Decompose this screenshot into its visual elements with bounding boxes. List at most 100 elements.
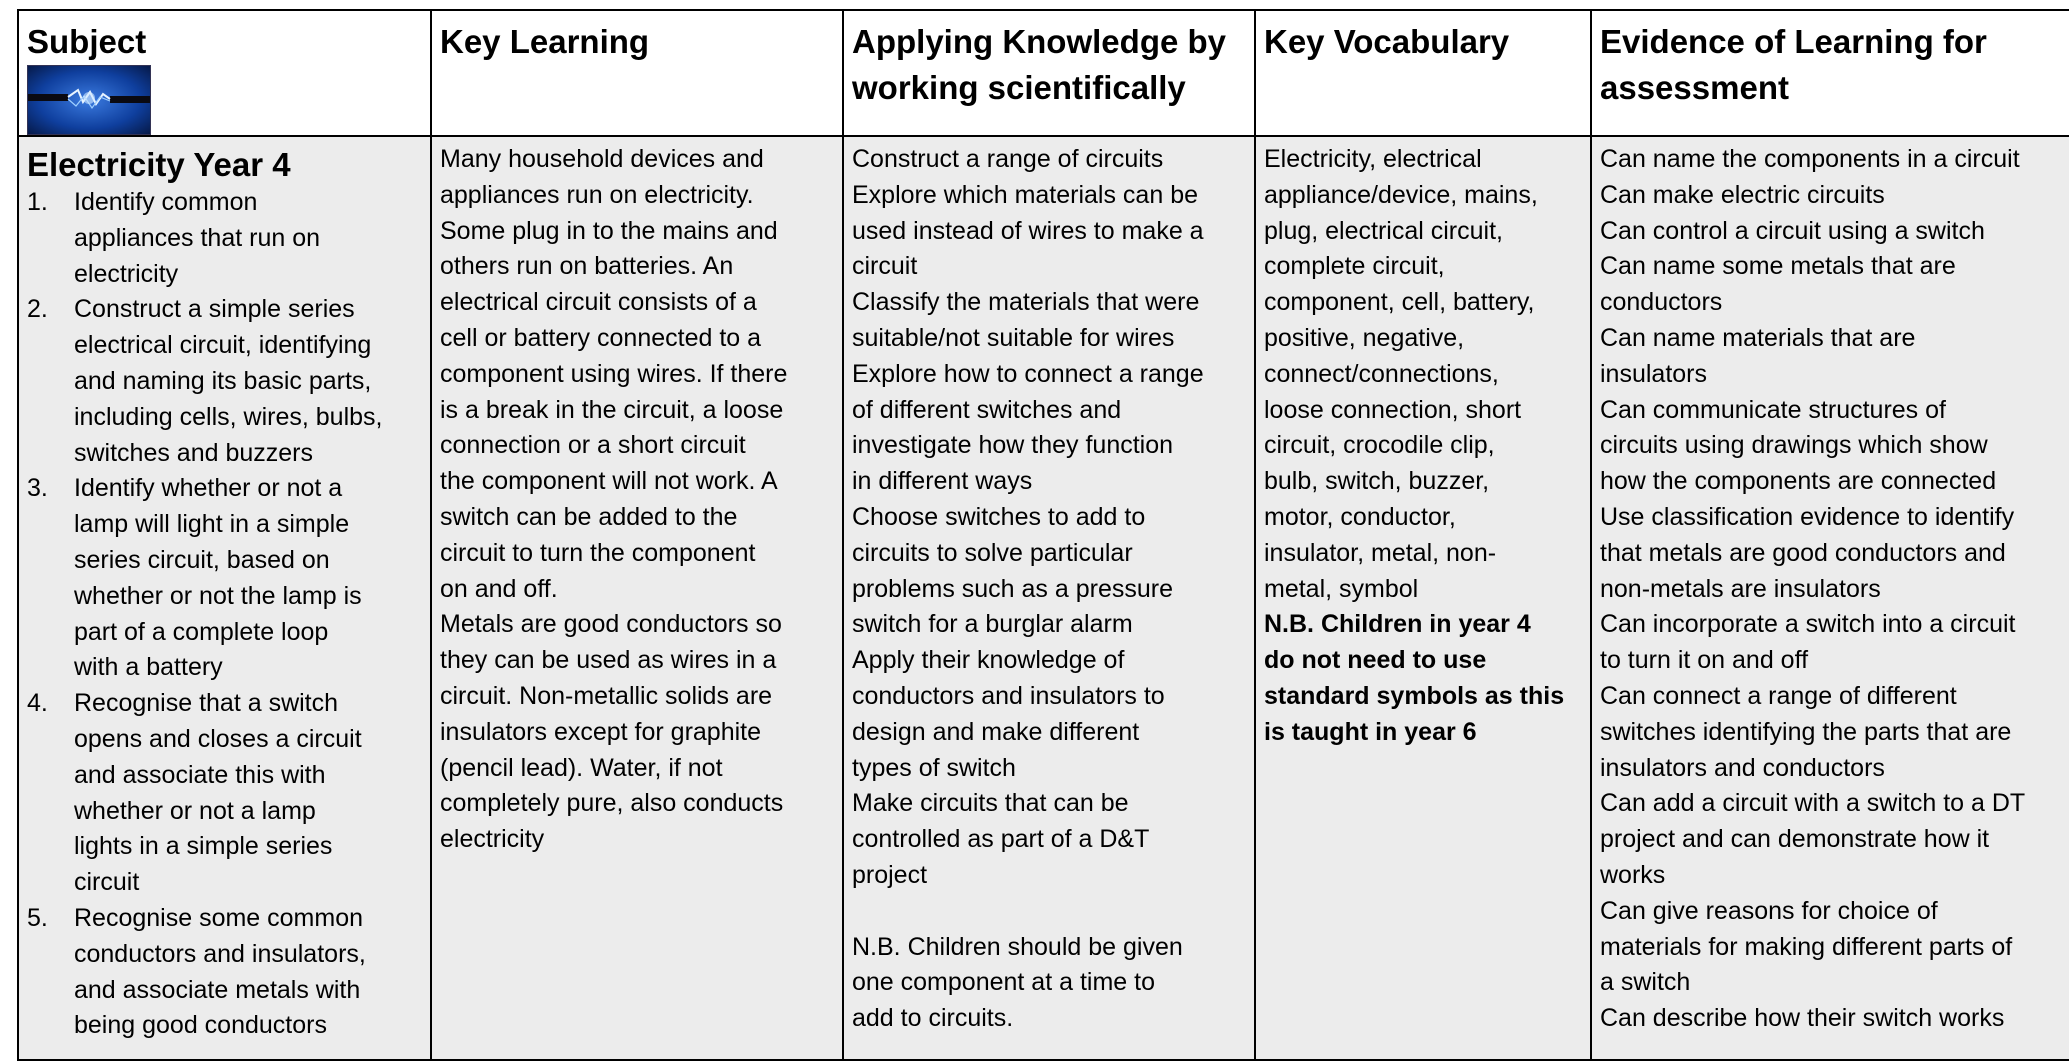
text-line: Some plug in to the mains and (440, 216, 778, 245)
text-line: types of switch (852, 753, 1016, 782)
text-line: cell or battery connected to a (440, 323, 762, 352)
objective-item: 4. Recognise that a switch opens and clo… (27, 686, 422, 901)
objective-line: opens and closes a circuit (74, 724, 362, 753)
text-line: connect/connections, (1264, 359, 1499, 388)
header-key-vocabulary: Key Vocabulary (1254, 9, 1592, 137)
objective-number: 1. (27, 188, 48, 216)
objective-line: part of a complete loop (74, 617, 329, 646)
text-line: completely pure, also conducts (440, 789, 784, 818)
objective-line: whether or not a lamp (74, 796, 316, 825)
text-line: insulator, metal, non- (1264, 538, 1497, 567)
text-line: component using wires. If there (440, 359, 788, 388)
text-line: they can be used as wires in a (440, 646, 777, 675)
curriculum-table: Subject Ke (17, 9, 2069, 1061)
text-line: insulators except for graphite (440, 717, 762, 746)
objective-line: and naming its basic parts, (74, 366, 372, 395)
text-line: positive, negative, (1264, 323, 1465, 352)
objective-line: appliances that run on (74, 223, 321, 252)
text-line: Can give reasons for choice of (1600, 896, 1938, 925)
text-line: circuit to turn the component (440, 538, 756, 567)
text-line: N.B. Children should be given (852, 932, 1183, 961)
objective-line: switches and buzzers (74, 438, 314, 467)
objectives-list: 1. Identify common appliances that run o… (27, 185, 422, 1044)
objective-line: Recognise some common (74, 903, 364, 932)
text-line: to turn it on and off (1600, 646, 1809, 675)
text-line: others run on batteries. An (440, 252, 734, 281)
text-line: circuits to solve particular (852, 538, 1133, 567)
objective-line: and associate metals with (74, 975, 361, 1004)
text-line: electrical circuit consists of a (440, 288, 757, 317)
text-line: circuit, crocodile clip, (1264, 431, 1495, 460)
text-line: do not need to use (1264, 646, 1487, 675)
text-line: Choose switches to add to (852, 502, 1146, 531)
header-applying: Applying Knowledge by working scientific… (842, 9, 1256, 137)
text-line: Can incorporate a switch into a circuit (1600, 610, 2016, 639)
objective-line: Identify common (74, 188, 258, 216)
spacer (852, 894, 1246, 930)
header-evidence: Evidence of Learning for assessment (1590, 9, 2069, 137)
header-subject-label: Subject (27, 23, 147, 60)
text-line: how the components are connected (1600, 467, 1997, 496)
text-line: problems such as a pressure (852, 574, 1173, 603)
text-line: project (852, 860, 928, 889)
header-evidence-line: assessment (1600, 69, 1789, 106)
objective-line: with a battery (74, 653, 223, 682)
text-line: Can name some metals that are (1600, 252, 1956, 281)
text-line: appliance/device, mains, (1264, 180, 1538, 209)
text-line: switch can be added to the (440, 502, 738, 531)
objective-line: Identify whether or not a (74, 474, 343, 503)
text-line: Can add a circuit with a switch to a DT (1600, 789, 2026, 818)
objective-line: Recognise that a switch (74, 689, 339, 718)
vocabulary-note: N.B. Children in year 4 do not need to us… (1264, 607, 1582, 750)
text-line: Can communicate structures of (1600, 395, 1946, 424)
objective-line: and associate this with (74, 760, 326, 789)
text-line: component, cell, battery, (1264, 288, 1535, 317)
text-line: materials for making different parts of (1600, 932, 2013, 961)
objective-item: 2. Construct a simple series electrical … (27, 292, 422, 471)
text-line: connection or a short circuit (440, 431, 746, 460)
text-line: Metals are good conductors so (440, 610, 782, 639)
objective-line: circuit (74, 868, 140, 897)
text-line: circuits using drawings which show (1600, 431, 1988, 460)
text-line: Construct a range of circuits (852, 145, 1164, 173)
objective-line: electrical circuit, identifying (74, 331, 372, 360)
text-line: metal, symbol (1264, 574, 1419, 603)
text-line: a switch (1600, 968, 1691, 997)
objective-number: 4. (27, 689, 48, 718)
text-line: bulb, switch, buzzer, (1264, 467, 1490, 496)
text-line: Explore which materials can be (852, 180, 1198, 209)
text-line: insulators and conductors (1600, 753, 1885, 782)
objective-number: 2. (27, 295, 48, 324)
unit-title: Electricity Year 4 (27, 146, 291, 183)
text-line: N.B. Children in year 4 (1264, 610, 1531, 639)
text-line: Make circuits that can be (852, 789, 1129, 818)
objective-line: lamp will light in a simple (74, 510, 350, 539)
objective-line: Construct a simple series (74, 295, 355, 324)
text-line: that metals are good conductors and (1600, 538, 2006, 567)
text-line: conductors and insulators to (852, 681, 1165, 710)
text-line: motor, conductor, (1264, 502, 1456, 531)
text-line: conductors (1600, 288, 1723, 317)
objective-line: electricity (74, 259, 179, 288)
text-line: complete circuit, (1264, 252, 1445, 281)
text-line: circuit. Non-metallic solids are (440, 681, 773, 710)
objective-line: whether or not the lamp is (74, 581, 362, 610)
objective-line: conductors and insulators, (74, 939, 366, 968)
header-evidence-line: Evidence of Learning for (1600, 23, 1987, 60)
objective-line: being good conductors (74, 1011, 327, 1040)
objective-line: including cells, wires, bulbs, (74, 402, 383, 431)
electricity-spark-image (27, 65, 151, 135)
objective-item: 3. Identify whether or not a lamp will l… (27, 471, 422, 686)
header-key-learning: Key Learning (430, 9, 844, 137)
header-applying-line: Applying Knowledge by (852, 23, 1227, 60)
text-line: Can make electric circuits (1600, 180, 1885, 209)
text-line: Can describe how their switch works (1600, 1004, 2005, 1033)
